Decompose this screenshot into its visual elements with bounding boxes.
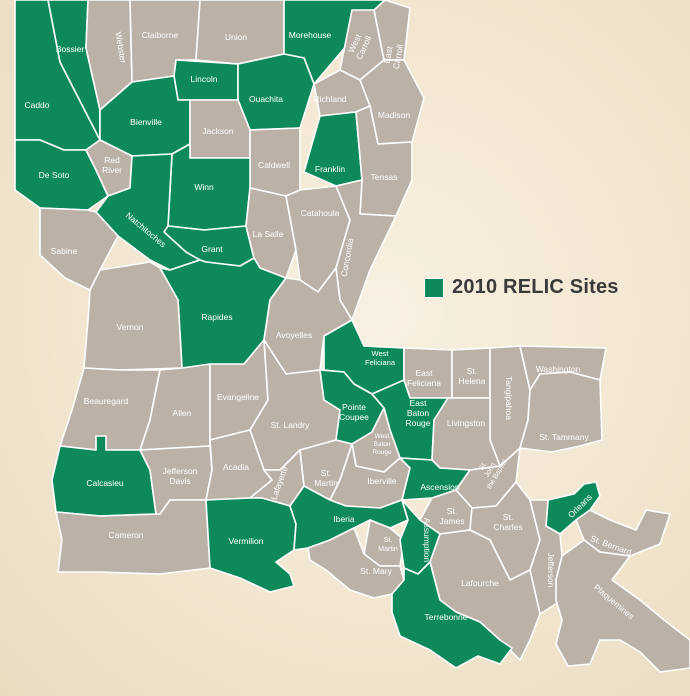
- label-caddo: Caddo: [24, 100, 49, 110]
- label-union: Union: [225, 32, 247, 42]
- label-iberia: Iberia: [333, 514, 355, 524]
- label-evangeline: Evangeline: [217, 392, 259, 402]
- label-st-helena: St.Helena: [459, 366, 486, 386]
- label-caldwell: Caldwell: [258, 160, 290, 170]
- parish-franklin: [303, 111, 363, 187]
- label-washington: Washington: [536, 364, 581, 374]
- label-st-martin-south: St.Martin: [378, 537, 398, 553]
- label-st-james: St.James: [439, 506, 464, 526]
- green-square-swatch-icon: [424, 277, 444, 298]
- parish-ouachita: [237, 53, 315, 131]
- label-ascension: Ascension: [420, 482, 459, 492]
- label-vernon: Vernon: [117, 322, 144, 332]
- label-ouachita: Ouachita: [249, 94, 283, 104]
- label-st-landry: St. Landry: [271, 420, 310, 430]
- label-calcasieu: Calcasieu: [86, 478, 124, 488]
- label-la-salle: La Salle: [253, 229, 284, 239]
- legend: 2010 RELIC Sites: [424, 276, 619, 299]
- label-avoyelles: Avoyelles: [276, 330, 312, 340]
- label-st-mary: St. Mary: [360, 566, 392, 576]
- label-winn: Winn: [194, 182, 214, 192]
- label-east-carroll: EastCarroll: [381, 42, 405, 70]
- label-tangipahoa: Tangipahoa: [504, 376, 514, 420]
- label-richland: Richland: [313, 94, 346, 104]
- label-tensas: Tensas: [371, 172, 398, 182]
- parish-concordia: [335, 179, 397, 321]
- parish-vermilion: [205, 497, 297, 593]
- label-catahoula: Catahoula: [301, 208, 340, 218]
- label-assumption: Assumption: [422, 518, 432, 563]
- label-acadia: Acadia: [223, 462, 249, 472]
- label-cameron: Cameron: [109, 530, 144, 540]
- label-lafourche: Lafourche: [461, 578, 499, 588]
- label-madison: Madison: [378, 110, 410, 120]
- label-claiborne: Claiborne: [142, 30, 179, 40]
- label-st-charles: St.Charles: [493, 512, 522, 532]
- label-bossier: Bossier: [56, 44, 85, 54]
- label-de-soto: De Soto: [39, 170, 70, 180]
- label-bienville: Bienville: [130, 117, 162, 127]
- label-allen: Allen: [173, 408, 192, 418]
- label-sabine: Sabine: [51, 246, 78, 256]
- parish-vernon: [83, 261, 183, 371]
- label-beauregard: Beauregard: [84, 396, 129, 406]
- label-morehouse: Morehouse: [289, 30, 332, 40]
- label-lincoln: Lincoln: [191, 74, 218, 84]
- parish-livingston: [431, 397, 501, 471]
- label-iberville: Iberville: [367, 476, 397, 486]
- label-st-martin-north: St.Martin: [314, 468, 338, 488]
- label-franklin: Franklin: [315, 164, 346, 174]
- label-livingston: Livingston: [447, 418, 486, 428]
- legend-label: 2010 RELIC Sites: [452, 276, 619, 298]
- label-jackson: Jackson: [202, 126, 233, 136]
- label-rapides: Rapides: [201, 312, 232, 322]
- label-jefferson: Jefferson: [546, 553, 556, 588]
- label-grant: Grant: [201, 244, 223, 254]
- parish-st-tammany: [519, 371, 603, 453]
- label-vermilion: Vermilion: [229, 536, 264, 546]
- label-terrebonne: Terrebonne: [424, 612, 467, 622]
- label-st-tammany: St. Tammany: [539, 432, 589, 442]
- parish-plaquemines: [555, 539, 690, 673]
- parish-terrebonne: [391, 561, 513, 669]
